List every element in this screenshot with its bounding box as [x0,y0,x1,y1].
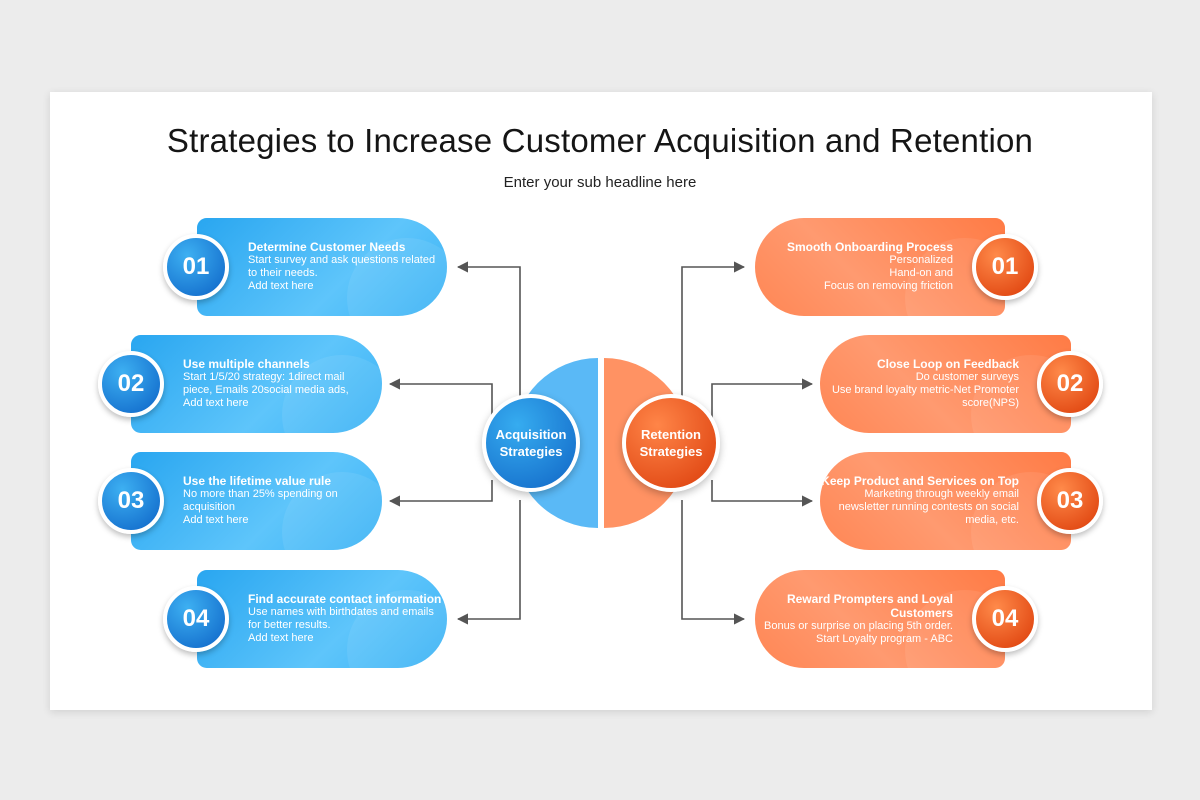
retention-card-title: Reward Prompters and Loyal Customers [786,592,953,620]
retention-card-title: Close Loop on Feedback [876,357,1019,371]
acquisition-card-line: No more than 25% spending on [183,488,338,500]
page-subtitle: Enter your sub headline here [503,174,697,191]
acquisition-number-02: 02 [98,351,164,417]
acquisition-hub: Acquisition Strategies [482,394,580,492]
retention-card-line: score(NPS) [962,397,1019,409]
acquisition-number-03: 03 [98,468,164,534]
acquisition-hub-line-2: Strategies [499,444,563,459]
retention-card-line: Do customer surveys [915,371,1019,383]
connector-acq-01 [456,261,521,400]
connector-ret-01 [681,261,746,400]
acquisition-card-line: Add text here [183,514,249,526]
acquisition-card-title: Use multiple channels [183,357,310,371]
acquisition-card-line: for better results. [248,619,331,631]
acquisition-card-line: Add text here [248,280,314,292]
acquisition-card-line: to their needs. [248,267,318,279]
retention-number-03: 03 [1037,468,1103,534]
retention-number-01: 01 [972,234,1038,300]
retention-number-04: 04 [972,586,1038,652]
connector-acq-03 [388,480,493,507]
retention-card-line: media, etc. [965,514,1019,526]
acquisition-card-title: Determine Customer Needs [248,240,406,254]
acquisition-card-title: Find accurate contact information [248,592,442,606]
acquisition-card-02: Use multiple channels Start 1/5/20 strat… [131,335,382,433]
retention-card-line: Bonus or surprise on placing 5th order. [764,620,953,632]
retention-card-line: newsletter running contests on social [838,501,1019,513]
acquisition-card-line: Use names with birthdates and emails [248,606,434,618]
acquisition-number-04: 04 [163,586,229,652]
connector-ret-03 [711,480,814,507]
retention-card-title: Keep Product and Services on Top [821,474,1019,488]
connector-ret-04 [681,500,746,625]
connector-acq-02 [388,378,493,420]
acquisition-card-03: Use the lifetime value rule No more than… [131,452,382,550]
acquisition-number-01: 01 [163,234,229,300]
retention-number-02: 02 [1037,351,1103,417]
acquisition-card-line: acquisition [183,501,235,513]
retention-card-02: Close Loop on Feedback Do customer surve… [820,335,1071,433]
acquisition-card-04: Find accurate contact information Use na… [197,570,447,668]
retention-card-line: Marketing through weekly email [864,488,1019,500]
acquisition-card-title: Use the lifetime value rule [183,474,332,488]
acquisition-hub-line-1: Acquisition [495,427,567,442]
acquisition-card-01: Determine Customer Needs Start survey an… [197,218,447,316]
acquisition-card-line: Add text here [248,632,314,644]
connector-ret-02 [711,378,814,420]
acquisition-card-line: Start 1/5/20 strategy: 1direct mail [183,371,345,383]
retention-card-line: Use brand loyalty metric-Net Promoter [831,384,1019,396]
retention-card-04: Reward Prompters and Loyal Customers Bon… [755,570,1005,668]
acquisition-card-line: piece, Emails 20social media ads, [183,384,349,396]
retention-card-line: Personalized [889,254,953,266]
retention-card-line: Focus on removing friction [824,280,953,292]
retention-card-01: Smooth Onboarding Process Personalized H… [755,218,1005,316]
retention-card-line: Start Loyalty program - ABC [816,633,953,645]
retention-card-line: Hand-on and [889,267,953,279]
acquisition-card-line: Start survey and ask questions related [248,254,436,266]
acquisition-card-line: Add text here [183,397,249,409]
retention-card-03: Keep Product and Services on Top Marketi… [820,452,1071,550]
retention-hub-line-1: Retention [641,427,701,442]
retention-hub-line-2: Strategies [639,444,703,459]
connector-acq-04 [456,500,521,625]
retention-hub: Retention Strategies [622,394,720,492]
page-title: Strategies to Increase Customer Acquisit… [166,122,1034,159]
retention-card-title: Smooth Onboarding Process [786,240,953,254]
